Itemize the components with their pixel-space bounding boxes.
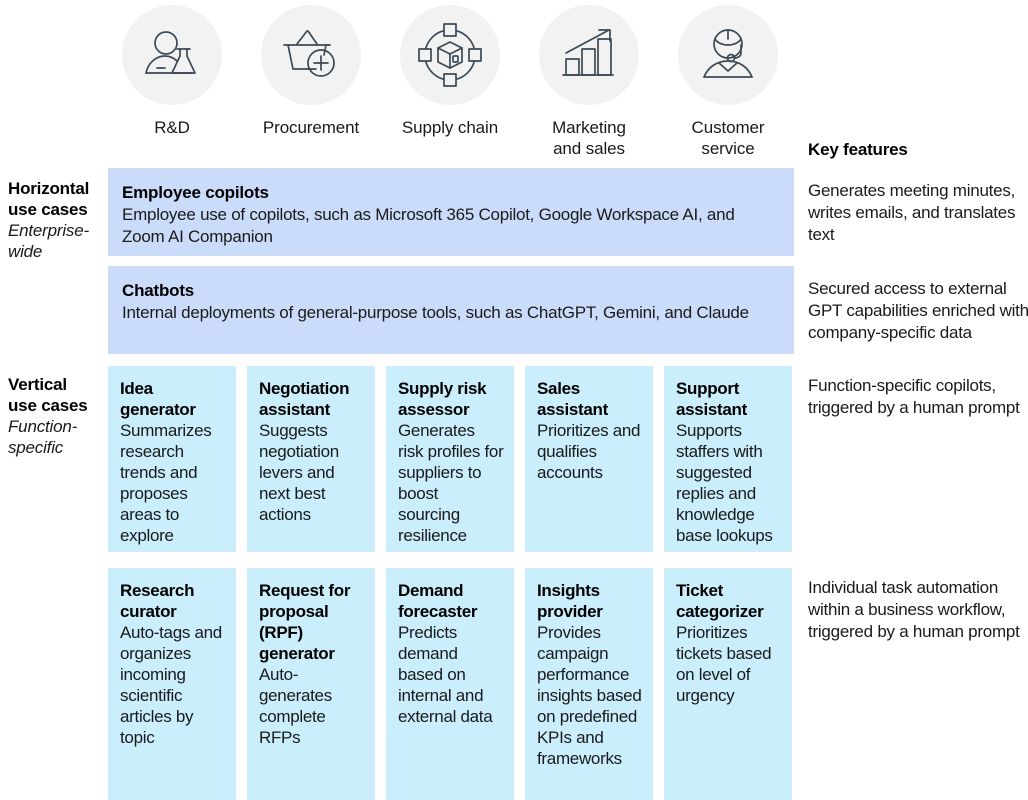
key-features-chatbots: Secured access to external GPT capabilit… [808, 279, 1028, 342]
card-idea-generator[interactable]: Idea generator Summarizes research trend… [108, 366, 236, 552]
column-label-marketing-and-sales: Marketing and sales [525, 117, 653, 159]
row-label-vertical-subtitle: Function-specific [8, 417, 78, 457]
card-rfp-generator[interactable]: Request for proposal (RPF) generator Aut… [247, 568, 375, 800]
column-label-line-2: and sales [553, 139, 625, 158]
card-supply-risk-assessor[interactable]: Supply risk assessor Generates risk prof… [386, 366, 514, 552]
card-body: Supports staffers with suggested replies… [676, 421, 773, 545]
column-label-rnd: R&D [154, 118, 190, 137]
column-label-customer-service: Customer service [664, 117, 792, 159]
card-body: Auto-generates complete RFPs [259, 665, 332, 747]
column-header-procurement: Procurement [247, 0, 375, 138]
column-label-line-1: Customer [691, 118, 765, 137]
column-header-rnd: R&D [108, 0, 236, 138]
card-title: Sales assistant [537, 379, 609, 419]
card-title: Supply risk assessor [398, 379, 487, 419]
key-features-heading: Key features [808, 140, 908, 159]
card-support-assistant[interactable]: Support assistant Supports staffers with… [664, 366, 792, 552]
band-body: Internal deployments of general-purpose … [122, 303, 749, 322]
function-icon-row: R&D Procurement [108, 0, 794, 160]
shopping-basket-plus-icon [261, 5, 361, 105]
card-insights-provider[interactable]: Insights provider Provides campaign perf… [525, 568, 653, 800]
column-label-line-2: service [701, 139, 755, 158]
research-scientist-icon [122, 5, 222, 105]
column-header-customer-service: Customer service [664, 0, 792, 159]
row-label-horizontal-subtitle: Enterprise-wide [8, 221, 89, 261]
card-body: Provides campaign performance insights b… [537, 623, 642, 768]
card-body: Predicts demand based on internal and ex… [398, 623, 493, 726]
card-body: Generates risk profiles for suppliers to… [398, 421, 504, 545]
card-title: Support assistant [676, 379, 748, 419]
card-sales-assistant[interactable]: Sales assistant Prioritizes and qualifie… [525, 366, 653, 552]
key-features-vertical-row-2: Individual task automation within a busi… [808, 578, 1020, 641]
key-features-vertical-row-1: Function-specific copilots, triggered by… [808, 376, 1020, 417]
card-title: Insights provider [537, 581, 603, 621]
card-title: Idea generator [120, 379, 196, 419]
box-network-icon [400, 5, 500, 105]
key-features-employee-copilots: Generates meeting minutes, writes emails… [808, 181, 1016, 244]
card-title: Request for proposal (RPF) generator [259, 581, 351, 663]
band-title: Employee copilots [122, 183, 269, 202]
card-demand-forecaster[interactable]: Demand forecaster Predicts demand based … [386, 568, 514, 800]
band-title: Chatbots [122, 281, 195, 300]
card-negotiation-assistant[interactable]: Negotiation assistant Suggests negotiati… [247, 366, 375, 552]
headset-agent-icon [678, 5, 778, 105]
card-body: Auto-tags and organizes incoming scienti… [120, 623, 222, 747]
column-label-supply-chain: Supply chain [401, 118, 499, 137]
band-body: Employee use of copilots, such as Micros… [122, 205, 735, 246]
column-header-supply-chain: Supply chain [386, 0, 514, 138]
band-chatbots[interactable]: Chatbots Internal deployments of general… [108, 266, 794, 354]
bar-chart-growth-icon [539, 5, 639, 105]
card-title: Ticket categorizer [676, 581, 764, 621]
column-header-marketing-and-sales: Marketing and sales [525, 0, 653, 159]
card-body: Suggests negotiation levers and next bes… [259, 421, 339, 524]
card-body: Prioritizes tickets based on level of ur… [676, 623, 772, 705]
card-research-curator[interactable]: Research curator Auto-tags and organizes… [108, 568, 236, 800]
card-body: Prioritizes and qualifies accounts [537, 421, 641, 482]
column-label-line-1: Marketing [552, 118, 626, 137]
card-title: Research curator [120, 581, 195, 621]
column-label-procurement: Procurement [262, 118, 360, 137]
band-employee-copilots[interactable]: Employee copilots Employee use of copilo… [108, 168, 794, 256]
card-ticket-categorizer[interactable]: Ticket categorizer Prioritizes tickets b… [664, 568, 792, 800]
card-body: Summarizes research trends and proposes … [120, 421, 212, 545]
card-title: Demand forecaster [398, 581, 478, 621]
card-title: Negotiation assistant [259, 379, 350, 419]
